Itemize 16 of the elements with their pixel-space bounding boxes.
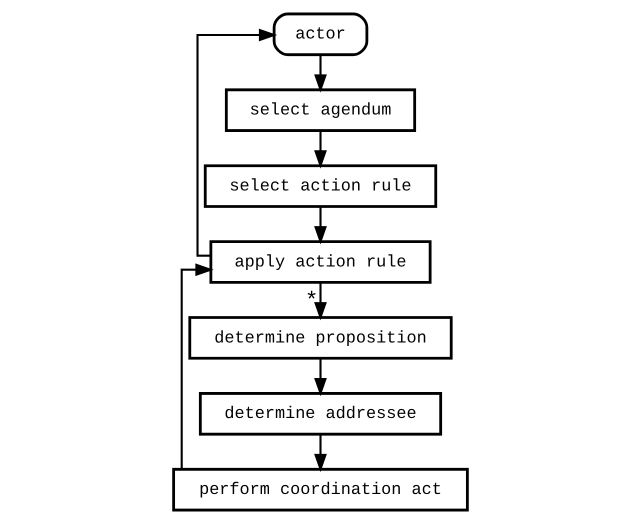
node-box: apply action rule	[208, 240, 432, 284]
node-box: select agendum	[224, 88, 416, 132]
arrow	[314, 434, 326, 472]
arrow	[314, 55, 326, 93]
node-box: perform coordination act	[172, 468, 468, 512]
arrow	[196, 28, 277, 257]
node-box: actor	[272, 12, 368, 56]
node-box: select action rule	[203, 164, 437, 208]
arrow	[314, 130, 326, 169]
node-box: determine addressee	[198, 392, 442, 436]
arrow	[314, 282, 326, 320]
arrow	[314, 206, 326, 244]
arrow	[180, 263, 214, 469]
edge-label: *	[304, 288, 318, 314]
arrow	[314, 358, 326, 396]
node-box: determine proposition	[188, 316, 452, 360]
